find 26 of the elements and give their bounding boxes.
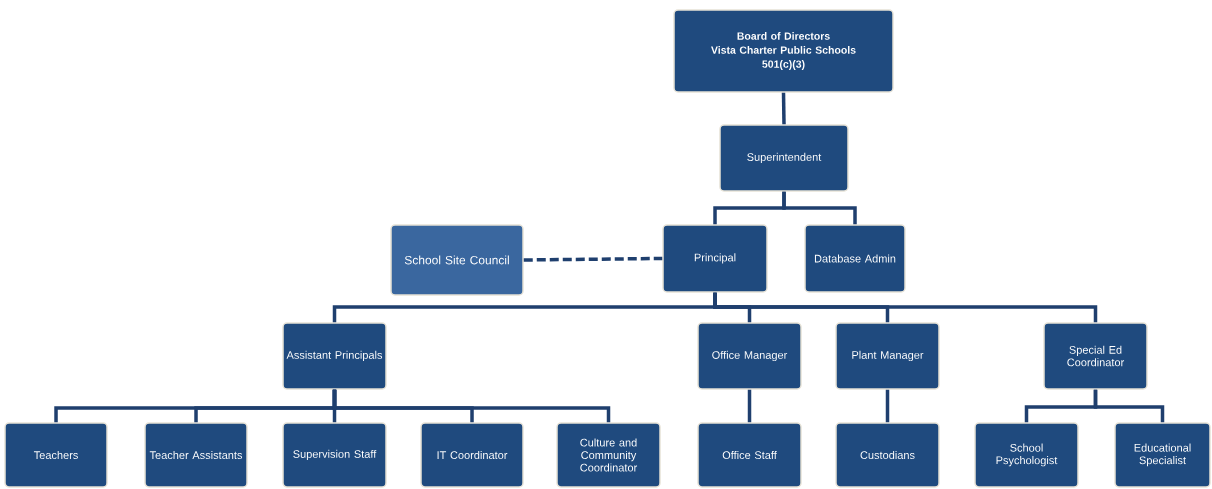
connector-line [782, 191, 857, 225]
connector-line [747, 389, 752, 423]
connector-line [332, 389, 611, 423]
role-box: IT Coordinator [420, 422, 524, 488]
role-box: Plant Manager [835, 322, 940, 390]
role-box: Superintendent [719, 124, 849, 192]
role-box: Supervision Staff [282, 422, 387, 488]
role-box: Educational Specialist [1114, 422, 1211, 488]
role-box: Principal [662, 224, 768, 293]
role-box: Special Ed Coordinator [1043, 322, 1148, 390]
council-box: School Site Council [390, 224, 524, 296]
role-box: Culture and Community Coordinator [556, 422, 661, 488]
role-box: Teacher Assistants [144, 422, 248, 488]
connector-line [781, 92, 786, 125]
role-box: School Psychologist [974, 422, 1079, 488]
role-box: Custodians [835, 422, 940, 488]
role-box: Office Staff [697, 422, 802, 488]
role-box: Teachers [4, 422, 108, 488]
board-box: Board of Directors Vista Charter Public Schools 501(c)(3) [673, 9, 894, 93]
connector-line [1093, 389, 1165, 423]
connector-line [523, 256, 663, 262]
role-box: Office Manager [697, 322, 802, 390]
connector-line [885, 389, 890, 423]
connector-line [713, 292, 1098, 323]
role-box: Database Admin [804, 224, 906, 293]
role-box: Assistant Principals [282, 322, 387, 390]
